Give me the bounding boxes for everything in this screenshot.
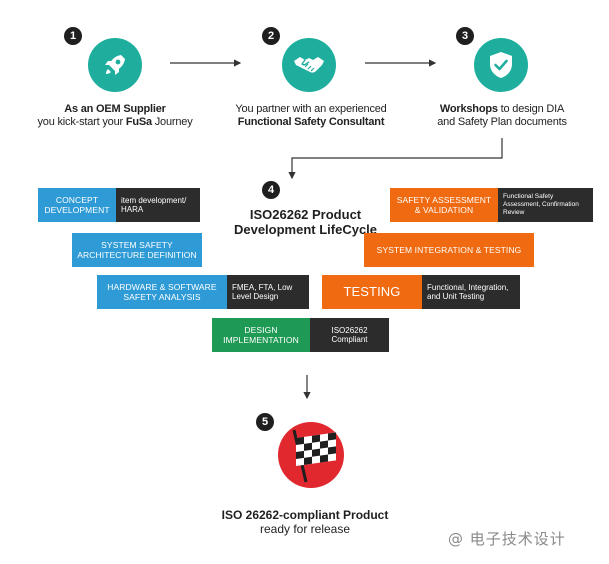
shield-check-icon (474, 38, 528, 92)
step-number-2: 2 (262, 27, 280, 45)
handshake-icon (282, 38, 336, 92)
final-caption: ISO 26262-compliant Product ready for re… (221, 508, 389, 536)
safety-assessment-label: SAFETY ASSESSMENT & VALIDATION (390, 188, 498, 222)
watermark: @ 电子技术设计 (448, 530, 566, 548)
design-implementation-box: DESIGN IMPLEMENTATION ISO26262 Compliant (212, 318, 389, 352)
testing-label: TESTING (322, 275, 422, 309)
design-implementation-desc: ISO26262 Compliant (310, 318, 389, 352)
rocket-icon (88, 38, 142, 92)
safety-assessment-desc: Functional Safety Assessment, Confirmati… (498, 188, 593, 222)
testing-desc: Functional, Integration, and Unit Testin… (422, 275, 520, 309)
system-integration-box: SYSTEM INTEGRATION & TESTING (364, 233, 534, 267)
concept-development-label: CONCEPT DEVELOPMENT (38, 188, 116, 222)
step-number-3: 3 (456, 27, 474, 45)
system-integration-label: SYSTEM INTEGRATION & TESTING (364, 233, 534, 267)
hw-sw-safety-analysis-box: HARDWARE & SOFTWARE SAFETY ANALYSIS FMEA… (97, 275, 309, 309)
step-3-caption: Workshops to design DIA and Safety Plan … (437, 103, 567, 128)
hw-sw-safety-analysis-label: HARDWARE & SOFTWARE SAFETY ANALYSIS (97, 275, 227, 309)
system-safety-architecture-label: SYSTEM SAFETY ARCHITECTURE DEFINITION (72, 233, 202, 267)
safety-assessment-box: SAFETY ASSESSMENT & VALIDATION Functiona… (390, 188, 593, 222)
hw-sw-safety-analysis-desc: FMEA, FTA, Low Level Design (227, 275, 309, 309)
design-implementation-label: DESIGN IMPLEMENTATION (212, 318, 310, 352)
step-1-caption: As an OEM Supplier you kick-start your F… (37, 103, 193, 128)
lifecycle-title: ISO26262 Product Development LifeCycle (233, 207, 378, 237)
step-number-5: 5 (256, 413, 274, 431)
step-2-caption: You partner with an experienced Function… (235, 103, 387, 128)
step-number-1: 1 (64, 27, 82, 45)
step-number-4: 4 (262, 181, 280, 199)
testing-box: TESTING Functional, Integration, and Uni… (322, 275, 520, 309)
system-safety-architecture-box: SYSTEM SAFETY ARCHITECTURE DEFINITION (72, 233, 202, 267)
concept-development-box: CONCEPT DEVELOPMENT item development/ HA… (38, 188, 200, 222)
concept-development-desc: item development/ HARA (116, 188, 200, 222)
checkered-flag-icon (276, 420, 346, 495)
